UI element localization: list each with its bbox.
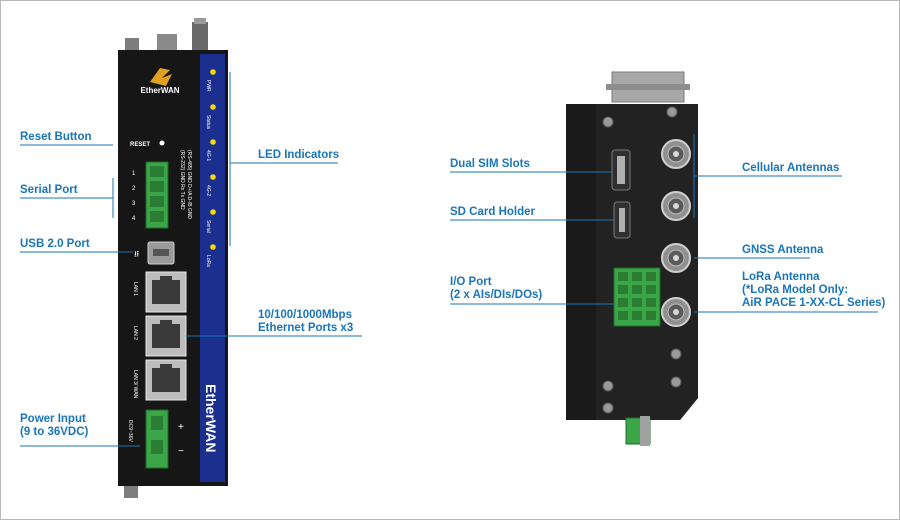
callout-lines [20, 72, 878, 447]
led-label: PWR [205, 80, 211, 92]
callout-lora-line2: (*LoRa Model Only: [742, 284, 849, 296]
serial-pin-slot [150, 181, 164, 192]
io-pin-slot [618, 272, 628, 281]
callout-dual-sim: Dual SIM Slots [450, 158, 530, 170]
io-pin-slot [632, 311, 642, 320]
led-label: 4G-1 [205, 150, 211, 161]
callout-serial-port: Serial Port [20, 184, 78, 196]
serial-pin-number: 4 [132, 216, 136, 222]
callout-power-input: Power Input (9 to 36VDC) [20, 413, 88, 439]
serial-pin-number: 2 [132, 186, 136, 192]
bottom-connector [124, 484, 138, 498]
callout-power-line1: Power Input [20, 413, 86, 425]
reset-label: RESET [130, 142, 150, 148]
serial-pin-slot [150, 166, 164, 177]
io-pin-slot [646, 272, 656, 281]
io-pin-slot [618, 285, 628, 294]
callout-ethernet-line2: Ethernet Ports x3 [258, 322, 354, 334]
callout-gnss-antenna: GNSS Antenna [742, 244, 824, 256]
callout-cellular-antennas: Cellular Antennas [742, 162, 840, 174]
etherwan-logo-icon [150, 68, 172, 86]
screw [666, 106, 678, 118]
callout-lora-line3: AiR PACE 1-XX-CL Series) [742, 297, 886, 309]
led-label: Status [205, 115, 211, 130]
io-pin-slot [618, 298, 628, 307]
serial-pin-slot [150, 211, 164, 222]
led-panel [200, 54, 225, 482]
led-light [210, 174, 216, 180]
callout-sd-card: SD Card Holder [450, 206, 535, 218]
led-label: LoRa [205, 255, 211, 267]
callout-lora-antenna: LoRa Antenna (*LoRa Model Only: AiR PACE… [742, 271, 885, 310]
screw [670, 348, 682, 360]
serial-pin-number: 1 [132, 171, 136, 177]
antenna-connector-group [661, 139, 691, 327]
usb-icon: ⭿ [134, 250, 139, 259]
brand-text-vertical: EtherWAN [203, 384, 219, 452]
callout-lora-line1: LoRa Antenna [742, 271, 820, 283]
dc-label: DC9~36V [127, 420, 133, 442]
serial-pinout-232: (RS-232) GND Rx Tx GND [179, 150, 185, 210]
callout-io-line2: (2 x AIs/DIs/DOs) [450, 289, 543, 301]
led-light [210, 69, 216, 75]
top-antenna-connector [157, 34, 177, 54]
callout-io-line1: I/O Port [450, 276, 492, 288]
serial-pin-slot [150, 196, 164, 207]
lan-label: LAN 1 [132, 282, 138, 296]
lan-label: LAN 3/ WAN [132, 370, 138, 399]
screw [602, 380, 614, 392]
screw [602, 402, 614, 414]
led-light [210, 209, 216, 215]
callout-io-port: I/O Port (2 x AIs/DIs/DOs) [450, 276, 542, 302]
io-pin-slot [632, 298, 642, 307]
serial-pinout-485: (RS-485) GND D+/A D-/B GND [186, 150, 192, 219]
screw [670, 376, 682, 388]
serial-pin-number: 3 [132, 201, 136, 207]
minus-sign: − [178, 446, 184, 457]
callout-ethernet-line1: 10/100/1000Mbps [258, 309, 352, 321]
led-light [210, 244, 216, 250]
side-view [566, 71, 698, 446]
callout-ethernet-ports: 10/100/1000Mbps Ethernet Ports x3 [258, 309, 353, 335]
led-label: 4G-2 [205, 185, 211, 196]
io-pin-slot [646, 285, 656, 294]
screw-group [602, 106, 682, 414]
top-antenna-connector [192, 22, 208, 54]
brand-text-small: EtherWAN [140, 86, 179, 95]
callout-led-indicators: LED Indicators [258, 149, 340, 161]
io-pin-slot [632, 272, 642, 281]
io-pin-group [618, 272, 656, 320]
io-pin-slot [646, 298, 656, 307]
io-pin-slot [632, 285, 642, 294]
plus-sign: + [178, 422, 184, 433]
led-light [210, 139, 216, 145]
lan-port-group: LAN 1 LAN 2 LAN 3/ WAN [132, 271, 187, 401]
led-label: Serial [205, 220, 211, 233]
io-pin-slot [646, 311, 656, 320]
io-pin-slot [618, 311, 628, 320]
callout-usb-port: USB 2.0 Port [20, 238, 90, 250]
serial-pin-group: 1 2 3 4 [132, 166, 164, 222]
callout-reset-button: Reset Button [20, 131, 92, 143]
reset-button[interactable] [159, 140, 165, 146]
lan-label: LAN 2 [132, 326, 138, 340]
screw [602, 116, 614, 128]
led-light [210, 104, 216, 110]
callout-power-line2: (9 to 36VDC) [20, 426, 89, 438]
